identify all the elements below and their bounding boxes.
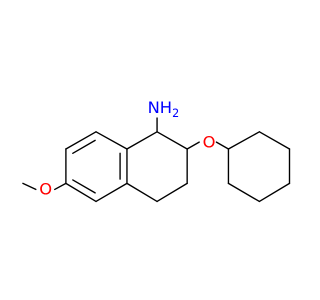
molecule-group: NH2 O O <box>22 98 291 203</box>
methoxy-oxygen-label: O <box>39 180 52 199</box>
bond-ring-c4 <box>258 182 291 203</box>
bond-ring-a5 <box>65 182 97 203</box>
bond-ring-c1 <box>227 131 261 150</box>
bond-ring-b1 <box>126 131 158 150</box>
bond-ring-a2 <box>95 131 128 150</box>
bond-o-c-ether <box>215 141 230 150</box>
bond-ring-o-methoxy <box>54 182 67 191</box>
bond-ring-b4 <box>156 182 188 203</box>
bond-ring-b2 <box>156 131 188 150</box>
bond-ring-a4 <box>95 182 128 203</box>
bond-ring-b5 <box>126 182 158 203</box>
molecule-drawing: NH2 O O <box>22 98 291 203</box>
structure-canvas: NH2 O O <box>22 97 291 203</box>
bond-ring-c2 <box>258 131 291 150</box>
bond-ring-c5 <box>227 182 261 203</box>
bond-double-inner-1 <box>72 139 96 154</box>
bond-o-ch3-methoxy <box>22 182 37 191</box>
bond-c-o-ether <box>186 141 200 150</box>
ether-oxygen-label: O <box>203 132 216 151</box>
bond-double-inner-3 <box>72 179 96 194</box>
bond-ring-a1 <box>65 131 97 150</box>
amine-label: NH2 <box>148 98 180 120</box>
